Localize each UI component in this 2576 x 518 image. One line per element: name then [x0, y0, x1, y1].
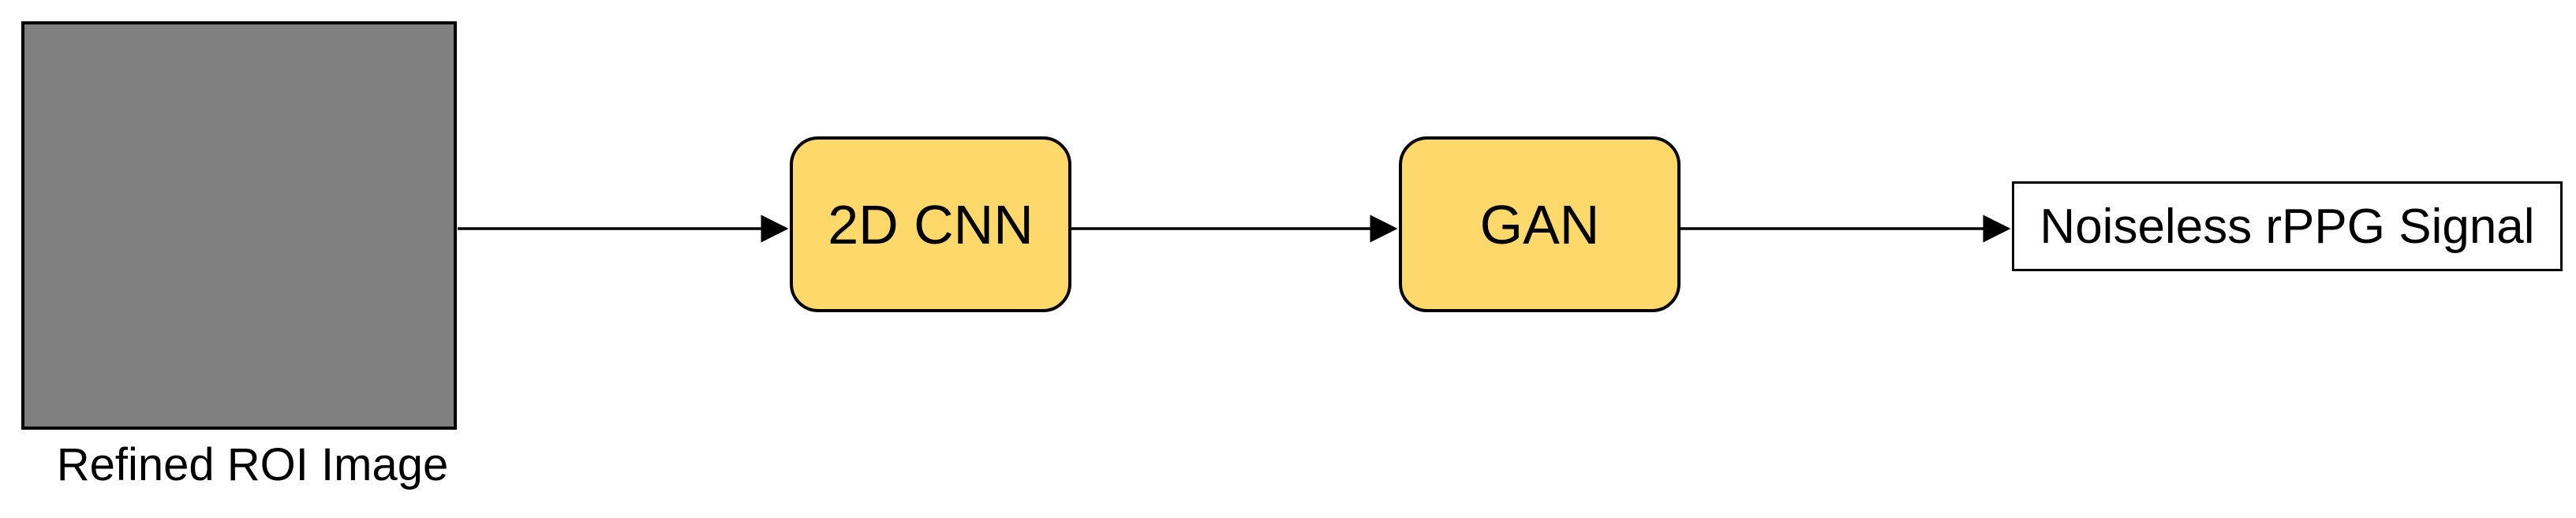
- cnn-block: 2D CNN: [790, 136, 1071, 312]
- gan-block: GAN: [1399, 136, 1681, 312]
- refined-roi-image-label: Refined ROI Image: [56, 439, 449, 490]
- refined-roi-image: [21, 21, 457, 430]
- output-signal-box: Noiseless rPPG Signal: [2012, 181, 2563, 271]
- output-signal-label: Noiseless rPPG Signal: [2039, 199, 2535, 254]
- cnn-block-label: 2D CNN: [828, 193, 1034, 255]
- gan-block-label: GAN: [1479, 193, 1600, 255]
